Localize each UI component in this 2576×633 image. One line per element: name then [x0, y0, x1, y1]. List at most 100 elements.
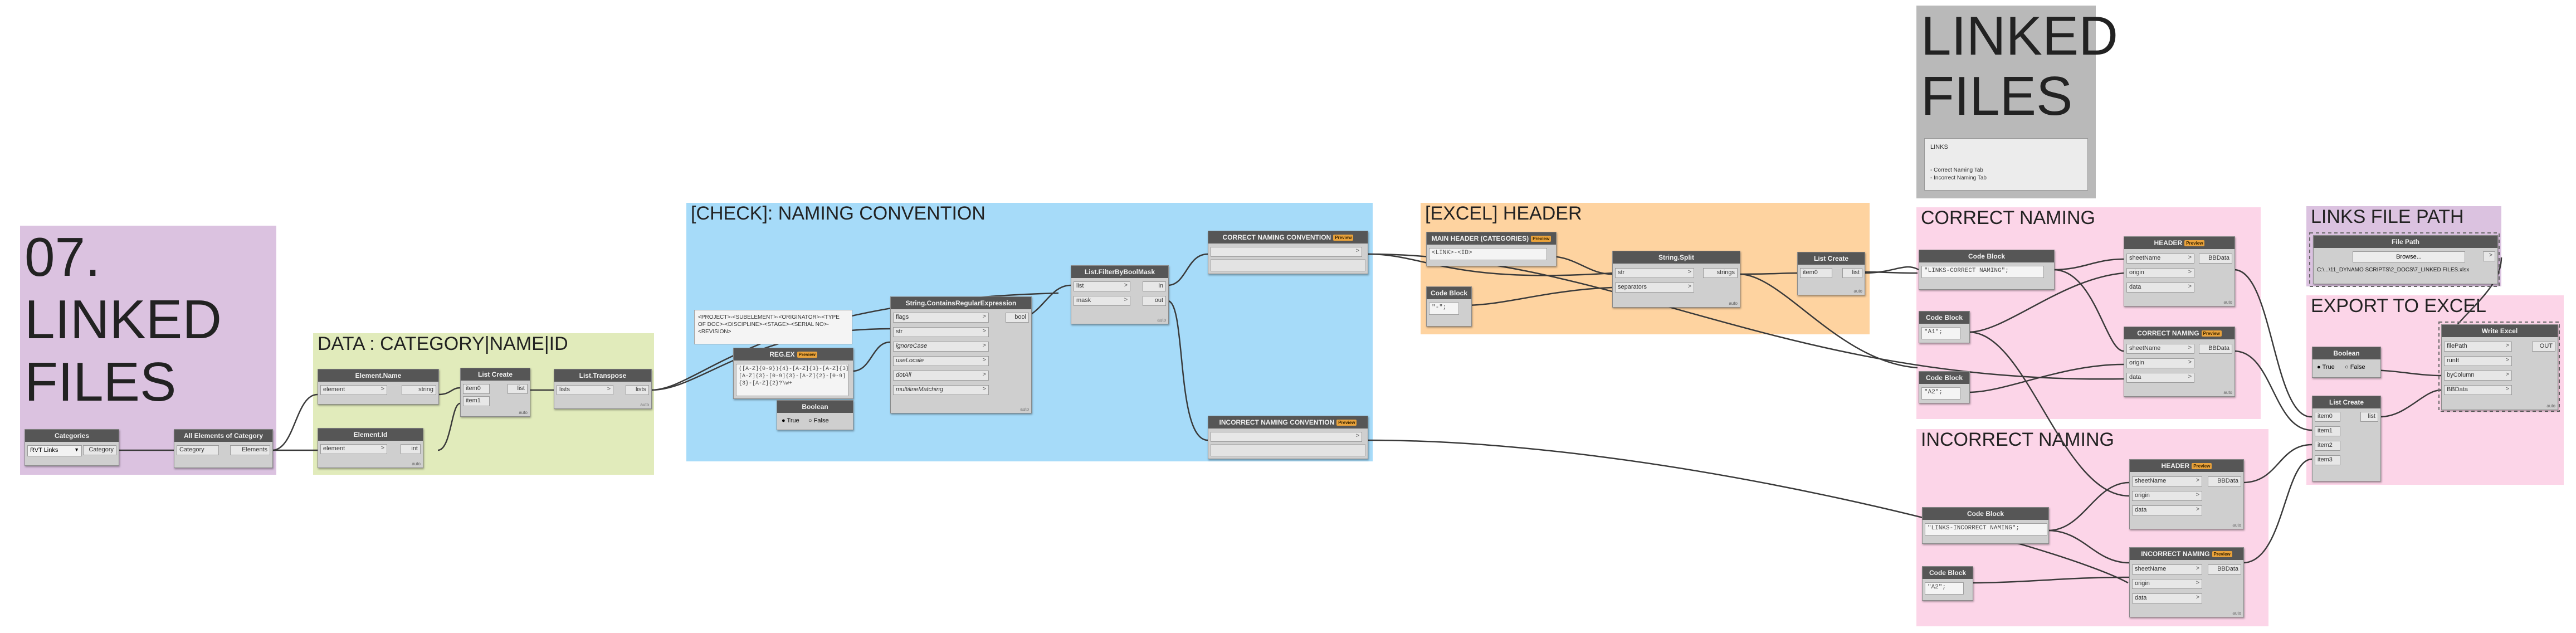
output-port[interactable]: strings	[1703, 268, 1738, 278]
output-port[interactable]: list	[508, 384, 528, 394]
input-port[interactable]: dotAll>	[893, 371, 989, 381]
input-port[interactable]: origin>	[2126, 268, 2194, 278]
input-port[interactable]: origin>	[2132, 491, 2202, 501]
node-list-create-2[interactable]: List Create item0 list auto	[1797, 252, 1865, 295]
output-port[interactable]: BBData	[2199, 254, 2232, 264]
code-block-code[interactable]: "LINKS-CORRECT NAMING";	[1921, 266, 2044, 278]
input-port[interactable]: runIt>	[2444, 356, 2512, 366]
output-port[interactable]: bool	[1006, 313, 1029, 323]
main-header-code[interactable]: <LINK>-<ID>	[1429, 248, 1547, 260]
node-filter-bool[interactable]: List.FilterByBoolMask list> mask> in out…	[1071, 265, 1169, 324]
node-write-excel[interactable]: Write Excel filePath> runIt> byColumn> B…	[2441, 324, 2558, 410]
input-port[interactable]: lists>	[557, 385, 613, 395]
input-port[interactable]: data>	[2126, 283, 2194, 293]
node-string-split[interactable]: String.Split str> separators> strings au…	[1612, 251, 1740, 308]
input-port[interactable]: multilineMatching>	[893, 385, 989, 395]
category-dropdown[interactable]: RVT Links ▼	[27, 445, 82, 456]
input-port[interactable]: flags>	[893, 313, 989, 323]
node-code-block-1[interactable]: Code Block "-";	[1426, 286, 1472, 327]
browse-button[interactable]: Browse...	[2353, 251, 2465, 262]
node-boolean-1[interactable]: Boolean ● True ○ False	[777, 400, 853, 430]
group-linked-title[interactable]: LINKED FILES LINKS - Correct Naming Tab …	[1916, 6, 2118, 198]
input-port[interactable]: data>	[2126, 373, 2194, 383]
output-port[interactable]: in	[1143, 281, 1166, 291]
node-list-create-3[interactable]: List Create item0 item1 item2 item3 list	[2312, 396, 2381, 481]
node-contains-regex[interactable]: String.ContainsRegularExpression flags> …	[890, 296, 1032, 413]
input-port[interactable]: useLocale>	[893, 356, 989, 366]
node-cb-a1[interactable]: Code Block "A1";	[1919, 311, 1970, 343]
input-port[interactable]: item3	[2315, 455, 2340, 465]
output-port[interactable]: >	[2483, 251, 2495, 261]
node-list-create-1[interactable]: List Create item0 item1 list auto	[460, 368, 530, 417]
code-block-code[interactable]: "A1";	[1921, 327, 1960, 339]
output-port[interactable]: int	[401, 444, 421, 454]
code-block-code[interactable]: "A2";	[1921, 387, 1960, 400]
code-block-code[interactable]: "LINKS-INCORRECT NAMING";	[1925, 523, 2047, 535]
node-element-name[interactable]: Element.Name element> string	[318, 369, 439, 405]
node-cb-a2b[interactable]: Code Block "A2";	[1922, 566, 1973, 601]
code-block-code[interactable]: "A2";	[1925, 582, 1964, 595]
input-port[interactable]: element>	[320, 444, 387, 454]
input-port[interactable]: sheetName>	[2126, 254, 2194, 264]
true-radio[interactable]: ● True	[2317, 364, 2335, 371]
input-port[interactable]: item1	[2315, 426, 2340, 436]
output-port[interactable]: list	[1842, 268, 1862, 278]
output-port[interactable]: out	[1143, 296, 1166, 306]
input-port[interactable]: data>	[2132, 505, 2202, 515]
node-cb-a2[interactable]: Code Block "A2";	[1919, 371, 1970, 403]
input-port[interactable]: mask>	[1074, 296, 1130, 306]
output-port[interactable]: Category	[83, 445, 116, 455]
input-port[interactable]: item1	[463, 396, 490, 406]
output-port[interactable]: list	[2360, 412, 2378, 422]
input-port[interactable]: data>	[2132, 593, 2202, 603]
output-port[interactable]: BBData	[2208, 476, 2241, 486]
input-port[interactable]: sheetName>	[2126, 344, 2194, 354]
node-categories[interactable]: Categories RVT Links ▼ Category	[25, 429, 119, 466]
node-boolean-2[interactable]: Boolean ● True ○ False	[2312, 347, 2381, 378]
node-all-elements[interactable]: All Elements of Category Category Elemen…	[174, 429, 273, 468]
node-main-header[interactable]: MAIN HEADER (CATEGORIES)Preview <LINK>-<…	[1426, 232, 1557, 266]
input-port[interactable]: item0	[1800, 268, 1832, 278]
input-port[interactable]: ignoreCase>	[893, 342, 989, 352]
input-port[interactable]: origin>	[2132, 579, 2202, 589]
input-port[interactable]: item0	[2315, 412, 2340, 422]
output-port[interactable]: BBData	[2199, 344, 2232, 354]
input-port[interactable]: byColumn>	[2444, 371, 2512, 381]
input-port[interactable]: item0	[463, 384, 490, 394]
input-port[interactable]: sheetName>	[2132, 564, 2202, 574]
false-radio[interactable]: ○ False	[808, 417, 829, 424]
input-port[interactable]: Category	[177, 445, 219, 455]
node-list-transpose[interactable]: List.Transpose lists> lists auto	[554, 369, 652, 409]
true-radio[interactable]: ● True	[782, 417, 799, 424]
node-file-path[interactable]: File Path Browse... > C:\...\11_DYNAMO S…	[2313, 235, 2498, 284]
output-port[interactable]: OUT	[2532, 342, 2555, 352]
output-port[interactable]: BBData	[2208, 564, 2241, 574]
regex-note[interactable]: <PROJECT>-<SUBELEMENT>-<ORIGINATOR>-<TYP…	[694, 310, 852, 344]
output-port[interactable]: lists	[626, 385, 649, 395]
input-port[interactable]: separators>	[1615, 283, 1694, 293]
output-port[interactable]: Elements	[230, 445, 270, 455]
input-port[interactable]: element>	[320, 385, 387, 395]
input-port[interactable]: >	[1211, 432, 1362, 442]
input-port[interactable]: str>	[893, 327, 989, 337]
regex-code[interactable]: ([A-Z]{0-9}){4}-[A-Z]{3}-[A-Z]{3}- [A-Z]…	[736, 364, 848, 396]
input-port[interactable]: str>	[1615, 268, 1694, 278]
code-block-code[interactable]: "-";	[1429, 303, 1459, 315]
input-port[interactable]: BBData>	[2444, 385, 2512, 395]
input-port[interactable]: origin>	[2126, 358, 2194, 368]
node-cb-correct[interactable]: Code Block "LINKS-CORRECT NAMING";	[1919, 250, 2055, 290]
input-port[interactable]: item2	[2315, 441, 2340, 451]
output-port[interactable]: string	[402, 385, 436, 395]
input-port[interactable]: sheetName>	[2132, 476, 2202, 486]
input-port[interactable]: filePath>	[2444, 342, 2512, 352]
node-cb-incorrect[interactable]: Code Block "LINKS-INCORRECT NAMING";	[1922, 507, 2049, 544]
input-port[interactable]: >	[1211, 247, 1362, 257]
node-element-id[interactable]: Element.Id element> int auto	[318, 428, 423, 468]
